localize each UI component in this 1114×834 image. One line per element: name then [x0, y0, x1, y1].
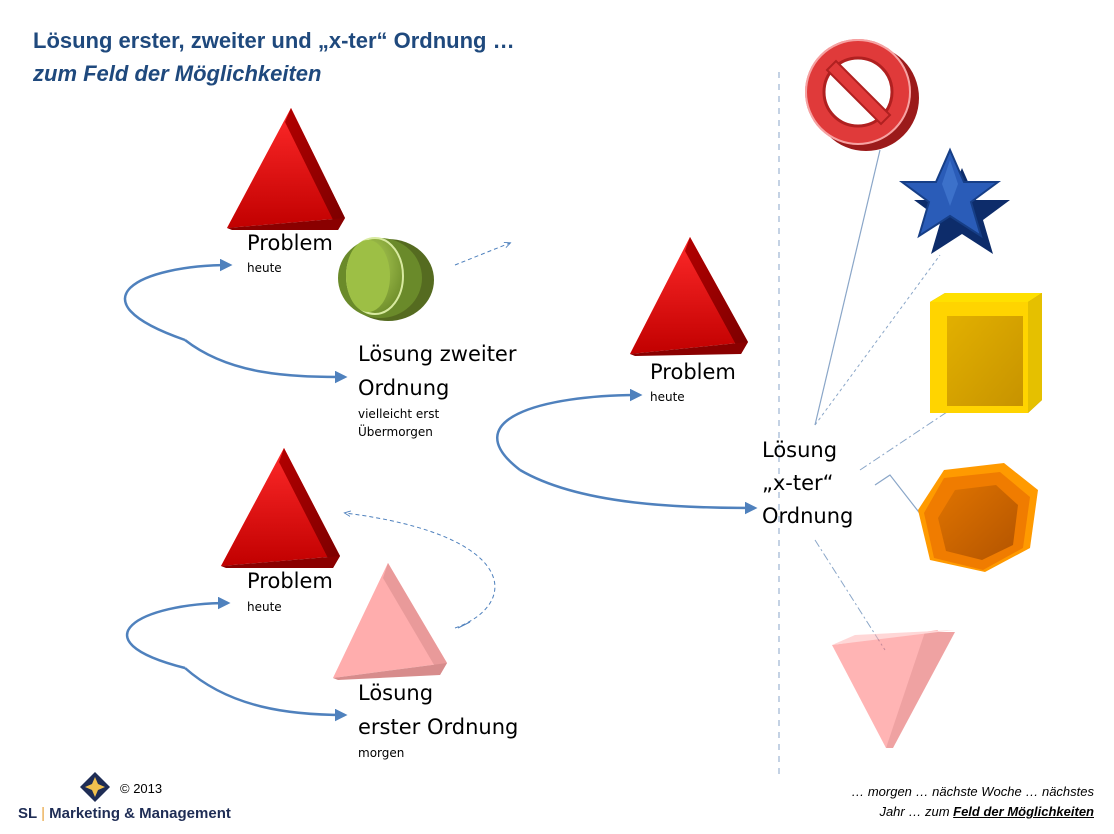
square-icon	[930, 293, 1042, 413]
problem-time: heute	[650, 390, 685, 404]
dashed-feedback-arrowhead	[457, 621, 471, 629]
brand-initials: SL	[18, 805, 37, 822]
connector-line	[814, 149, 881, 426]
second-order-solution-label: Ordnung	[358, 376, 450, 400]
loop-arrow-to-problem	[123, 258, 233, 342]
problem-label: Problem	[247, 231, 333, 255]
connector-line	[859, 409, 951, 471]
connector-line	[874, 474, 926, 521]
dashed-pointer-arrow	[454, 243, 510, 266]
company-brand: SL | Marketing & Management	[18, 805, 231, 822]
problem-label: Problem	[650, 360, 736, 384]
problem-time: heute	[247, 261, 282, 275]
second-order-solution-circle-icon	[338, 237, 434, 321]
xth-order-solution-label: „x-ter“	[762, 471, 834, 495]
problem-label: Problem	[247, 569, 333, 593]
first-order-solution-triangle-icon	[333, 563, 447, 680]
problem-triangle-icon	[227, 108, 345, 230]
inverted-triangle-icon	[832, 630, 955, 748]
company-logo-icon	[80, 772, 110, 802]
loop-arrow-to-problem	[496, 388, 643, 471]
second-order-solution-time: Übermorgen	[358, 425, 433, 439]
loop-arrow-to-first-order	[184, 667, 348, 722]
footer-caption-line: … morgen … nächste Woche … nächstes	[851, 784, 1094, 799]
loop-arrow-to-problem	[125, 596, 231, 670]
brand-name: Marketing & Management	[49, 805, 231, 822]
brand-separator: |	[41, 805, 45, 822]
second-order-solution-label: Lösung zweiter	[358, 342, 517, 366]
xth-order-solution-label: Lösung	[762, 438, 838, 462]
problem-time: heute	[247, 600, 282, 614]
copyright: © 2013	[120, 781, 163, 796]
dashed-feedback-arrow	[345, 513, 496, 629]
connector-line	[814, 539, 886, 651]
first-order-solution-label: Lösung	[358, 681, 434, 705]
footer-caption: … morgen … nächste Woche … nächstes Jahr…	[851, 782, 1094, 822]
loop-arrow-to-second-order	[184, 339, 348, 384]
footer-caption-highlight: Feld der Möglichkeiten	[953, 804, 1094, 819]
footer-caption-prefix: Jahr … zum	[879, 804, 954, 819]
problem-triangle-icon	[221, 448, 340, 568]
page-subtitle: zum Feld der Möglichkeiten	[33, 61, 322, 86]
connector-line	[814, 254, 941, 426]
page-title: Lösung erster, zweiter und „x-ter“ Ordnu…	[33, 28, 515, 53]
problem-triangle-icon	[630, 237, 748, 356]
star-icon	[898, 147, 1010, 254]
first-order-solution-label: erster Ordnung	[358, 715, 519, 739]
no-entry-sign-icon	[805, 39, 919, 151]
second-order-solution-time: vielleicht erst	[358, 407, 440, 421]
hexagon-icon	[918, 463, 1038, 572]
loop-arrow-to-xth-order	[519, 468, 758, 515]
xth-order-solution-label: Ordnung	[762, 504, 854, 528]
footer-caption-line: Jahr … zum Feld der Möglichkeiten	[851, 802, 1094, 822]
first-order-solution-time: morgen	[358, 746, 405, 760]
